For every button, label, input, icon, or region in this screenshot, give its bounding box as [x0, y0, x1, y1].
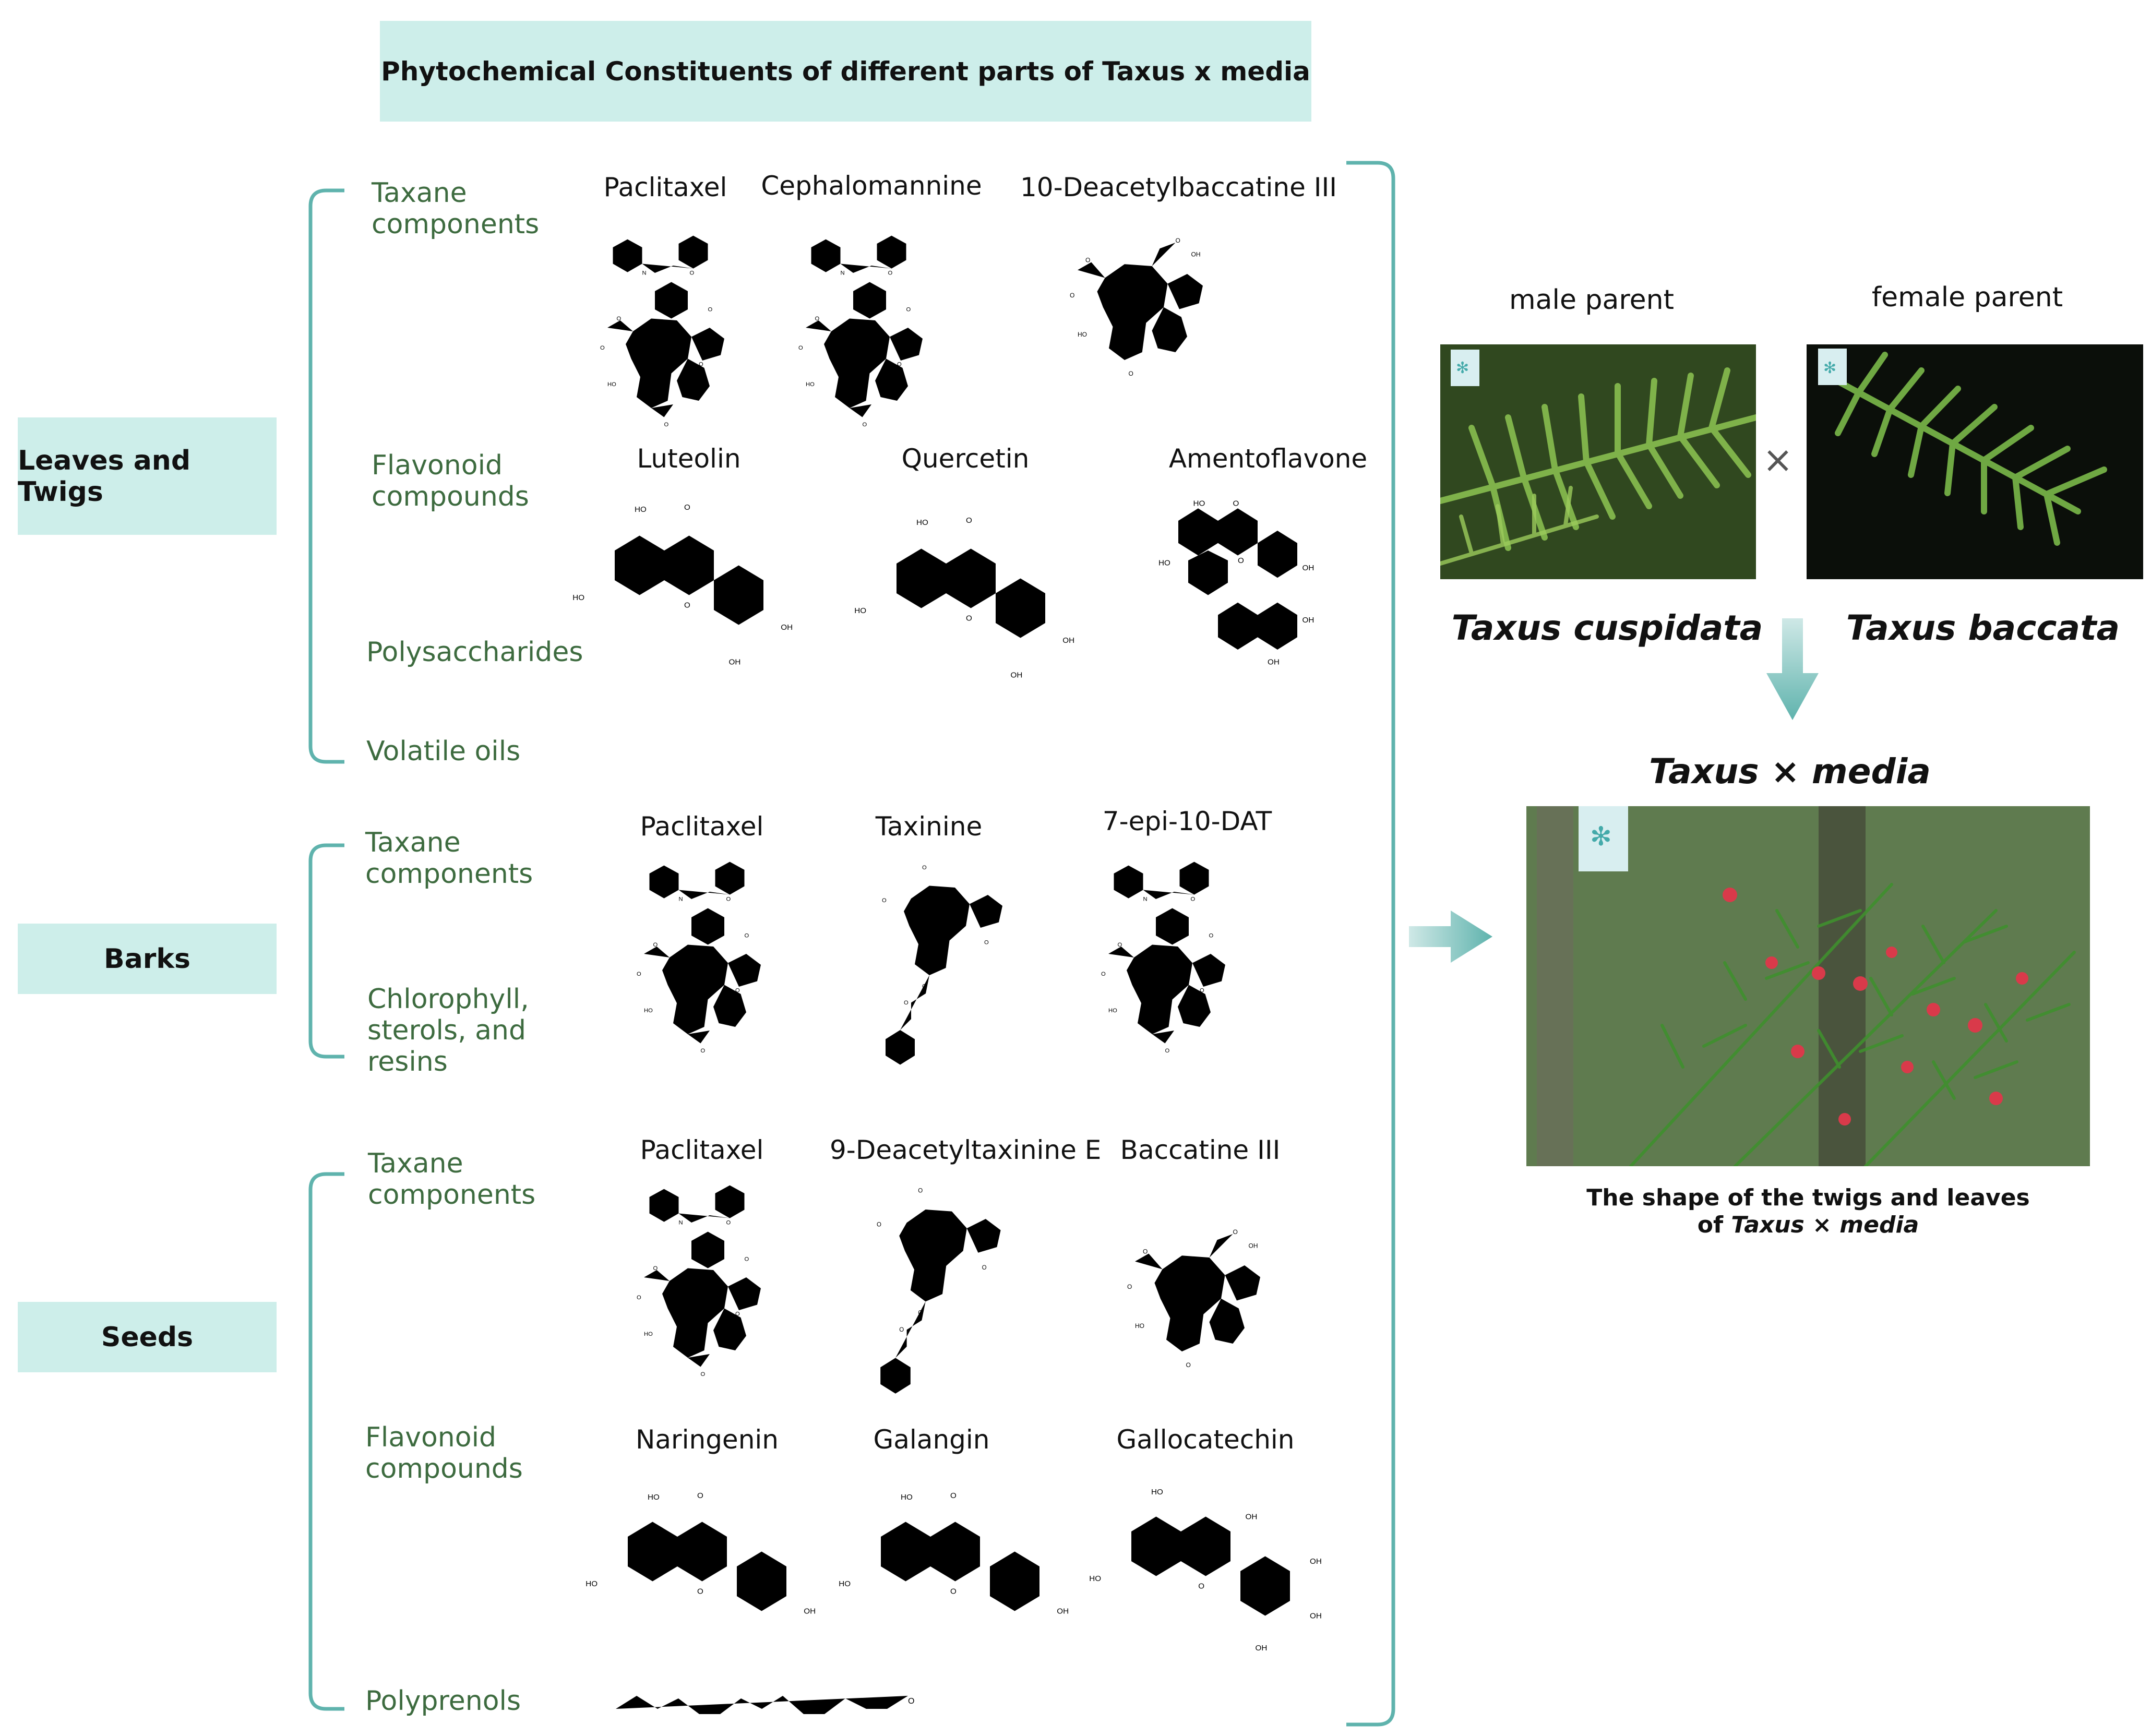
- part-leaves-twigs: Leaves and Twigs: [18, 417, 277, 535]
- outer-bracket: [1346, 161, 1395, 1727]
- female-parent-label: female parent: [1871, 282, 2063, 313]
- caption-line-2: of Taxus × media: [1526, 1212, 2090, 1239]
- compound-name: Cephalomannine: [761, 171, 982, 201]
- category-taxane: Taxane components: [372, 177, 540, 240]
- compound-name: Taxinine: [875, 811, 983, 842]
- svg-text:✻: ✻: [1823, 359, 1836, 377]
- svg-text:✻: ✻: [1456, 359, 1469, 377]
- part-seeds: Seeds: [18, 1302, 277, 1372]
- compound-name: Naringenin: [636, 1424, 779, 1455]
- compound-name: 10-Deacetylbaccatine III: [1020, 172, 1337, 202]
- compound-name: Luteolin: [637, 444, 741, 474]
- brace-barks: [308, 843, 344, 1059]
- down-arrow-icon: [1766, 618, 1819, 720]
- caption-line-1: The shape of the twigs and leaves: [1586, 1184, 2030, 1211]
- structure-naringenin: [585, 1491, 816, 1616]
- compound-name: Paclitaxel: [603, 172, 727, 202]
- category-chlorophyll: Chlorophyll, sterols, and resins: [367, 984, 529, 1077]
- compound-name: 9-Deacetyltaxinine E: [830, 1135, 1102, 1165]
- caption-prefix: of: [1697, 1212, 1731, 1238]
- structure-7-epi-10-dat: [1101, 861, 1225, 1054]
- right-arrow-icon: [1409, 911, 1492, 963]
- part-label: Barks: [104, 943, 190, 975]
- category-flavonoid: Flavonoid compounds: [372, 450, 529, 512]
- compound-name: Paclitaxel: [640, 811, 764, 842]
- photo-taxus-baccata: ✻: [1807, 344, 2143, 579]
- part-barks: Barks: [18, 924, 277, 994]
- hybrid-species: Taxus × media: [1649, 751, 1931, 792]
- male-parent-label: male parent: [1509, 284, 1674, 316]
- compound-name: Paclitaxel: [640, 1135, 764, 1165]
- caption-species: Taxus × media: [1731, 1212, 1919, 1238]
- structure-polyprenol: [616, 1678, 915, 1714]
- photo-taxus-media: ✻: [1526, 806, 2090, 1166]
- female-species: Taxus baccata: [1846, 608, 2120, 648]
- cross-symbol: ×: [1762, 438, 1794, 481]
- structure-luteolin: [572, 503, 793, 667]
- compound-name: Galangin: [873, 1424, 990, 1455]
- title-banner: Phytochemical Constituents of different …: [380, 21, 1311, 122]
- structure-paclitaxel: [637, 1185, 761, 1378]
- compound-name: Amentoflavone: [1168, 444, 1368, 474]
- page-title: Phytochemical Constituents of different …: [381, 56, 1310, 87]
- male-species: Taxus cuspidata: [1451, 608, 1763, 648]
- part-label: Leaves and Twigs: [18, 445, 191, 508]
- part-label: Seeds: [101, 1321, 194, 1353]
- compound-name: Gallocatechin: [1116, 1424, 1295, 1455]
- category-polysaccharides: Polysaccharides: [366, 637, 583, 668]
- structure-baccatine-iii: [1127, 1228, 1260, 1369]
- compound-name: 7-epi-10-DAT: [1102, 806, 1272, 836]
- structure-amentoflavone: [1158, 499, 1315, 667]
- structure-paclitaxel: [600, 235, 724, 428]
- structure-10-deacetylbaccatine: [1070, 237, 1203, 377]
- photo-taxus-cuspidata: ✻: [1440, 344, 1756, 579]
- compound-name: Baccatine III: [1120, 1135, 1281, 1165]
- hybrid-caption: The shape of the twigs and leaves of Tax…: [1526, 1184, 2090, 1239]
- compound-name: Quercetin: [901, 444, 1030, 474]
- category-taxane: Taxane components: [368, 1148, 536, 1211]
- structure-galangin: [839, 1491, 1069, 1616]
- structure-9-deacetyltaxinine-e: [877, 1188, 1001, 1394]
- structure-paclitaxel: [637, 861, 761, 1054]
- category-polyprenols: Polyprenols: [365, 1685, 521, 1717]
- structure-quercetin: [854, 516, 1075, 680]
- category-volatile-oils: Volatile oils: [366, 736, 521, 767]
- brace-leaves: [308, 188, 344, 764]
- structure-cephalomannine: [798, 235, 923, 428]
- svg-text:✻: ✻: [1590, 821, 1612, 852]
- category-flavonoid: Flavonoid compounds: [365, 1422, 523, 1484]
- structure-taxinine: [882, 865, 1002, 1065]
- structure-gallocatechin: [1089, 1487, 1322, 1653]
- brace-seeds: [308, 1172, 344, 1711]
- category-taxane: Taxane components: [365, 827, 533, 890]
